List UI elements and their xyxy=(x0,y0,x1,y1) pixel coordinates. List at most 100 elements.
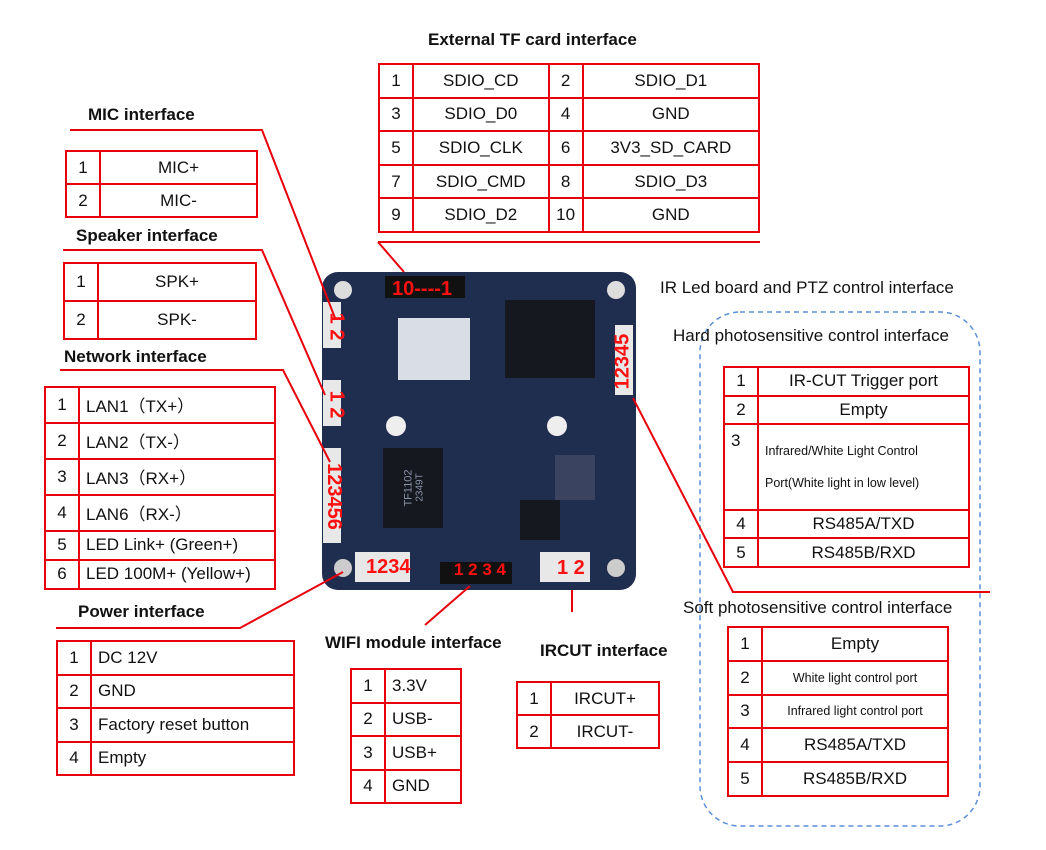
pin-number: 2 xyxy=(547,63,584,99)
pin-number: 3 xyxy=(378,96,414,133)
pin-function: USB+ xyxy=(384,735,462,771)
pin-number: 5 xyxy=(44,529,80,561)
pin-number: 4 xyxy=(350,768,386,804)
power-pin-label: 1234 xyxy=(366,556,411,578)
pin-number: 4 xyxy=(56,740,92,776)
pin-function: IR-CUT Trigger port xyxy=(757,366,970,397)
pin-function: USB- xyxy=(384,701,462,737)
pin-function: SDIO_CLK xyxy=(412,130,550,166)
pin-number: 8 xyxy=(547,163,584,200)
pin-function: SDIO_CD xyxy=(412,63,550,99)
pin-function: Infrared/White Light Control Port(White … xyxy=(757,423,970,511)
net-pin-label: 123456 xyxy=(322,463,345,530)
pin-function: LAN3（RX+） xyxy=(78,457,276,496)
pin-function: IRCUT- xyxy=(550,714,660,749)
pin-number: 5 xyxy=(723,537,759,568)
pin-function: RS485A/TXD xyxy=(761,727,949,764)
pin-function: SPK- xyxy=(97,300,257,340)
wifi-title: WIFI module interface xyxy=(325,633,502,652)
pin-function: RS485B/RXD xyxy=(761,761,949,797)
pin-number: 6 xyxy=(44,558,80,591)
pin-number: 4 xyxy=(44,493,80,532)
power-title: Power interface xyxy=(78,602,205,621)
pin-number: 1 xyxy=(723,366,759,397)
pin-function: LED 100M+ (Yellow+) xyxy=(78,558,276,591)
pin-number: 1 xyxy=(378,63,414,99)
pin-function: Empty xyxy=(761,626,949,662)
pin-function: LAN6（RX-） xyxy=(78,493,276,532)
pin-number: 5 xyxy=(378,130,414,166)
ircut-pin-label: 1 2 xyxy=(557,557,585,579)
pin-number: 2 xyxy=(56,673,92,709)
pin-number: 2 xyxy=(44,421,80,460)
pin-function: White light control port xyxy=(761,659,949,696)
pin-function: IRCUT+ xyxy=(550,681,660,716)
tf-pin-label: 10----1 xyxy=(392,278,453,300)
pin-number: 2 xyxy=(350,701,386,737)
ir-led-title: IR Led board and PTZ control interface xyxy=(660,278,954,297)
pin-function: SDIO_D0 xyxy=(412,96,550,133)
pin-number: 4 xyxy=(547,96,584,133)
pin-number: 1 xyxy=(65,150,101,185)
soft-title: Soft photosensitive control interface xyxy=(683,598,953,617)
pin-function: MIC+ xyxy=(99,150,258,185)
pin-function: RS485A/TXD xyxy=(757,508,970,540)
pin-number: 2 xyxy=(516,714,552,749)
pin-function: Empty xyxy=(90,740,295,776)
chip-marking: TF1102 xyxy=(402,469,415,507)
pin-function: SDIO_D2 xyxy=(412,197,550,233)
pin-number: 1 xyxy=(516,681,552,716)
pin-function: SDIO_D3 xyxy=(581,163,761,200)
pin-function: GND xyxy=(581,197,761,233)
pin-number: 2 xyxy=(727,659,763,696)
chip-marking-date: 2349T xyxy=(414,473,426,502)
pin-function: SDIO_CMD xyxy=(412,163,550,200)
pin-function: RS485B/RXD xyxy=(757,537,970,568)
pin-number: 3 xyxy=(727,693,763,730)
pin-number: 5 xyxy=(727,761,763,797)
pin-function: DC 12V xyxy=(90,640,295,676)
mic-pin-label: 1 2 xyxy=(325,312,348,341)
pin-function: LED Link+ (Green+) xyxy=(78,529,276,561)
pin-number: 9 xyxy=(378,197,414,233)
pin-number: 6 xyxy=(547,130,584,166)
pin-number: 4 xyxy=(723,508,759,540)
tf-title: External TF card interface xyxy=(428,30,637,49)
pin-number: 1 xyxy=(63,262,99,302)
mic-title: MIC interface xyxy=(88,105,195,124)
pin-function: GND xyxy=(90,673,295,709)
pin-number: 2 xyxy=(723,394,759,426)
pin-function: MIC- xyxy=(99,183,258,218)
pin-number: 1 xyxy=(727,626,763,662)
spk-pin-label: 1 2 xyxy=(325,390,348,419)
